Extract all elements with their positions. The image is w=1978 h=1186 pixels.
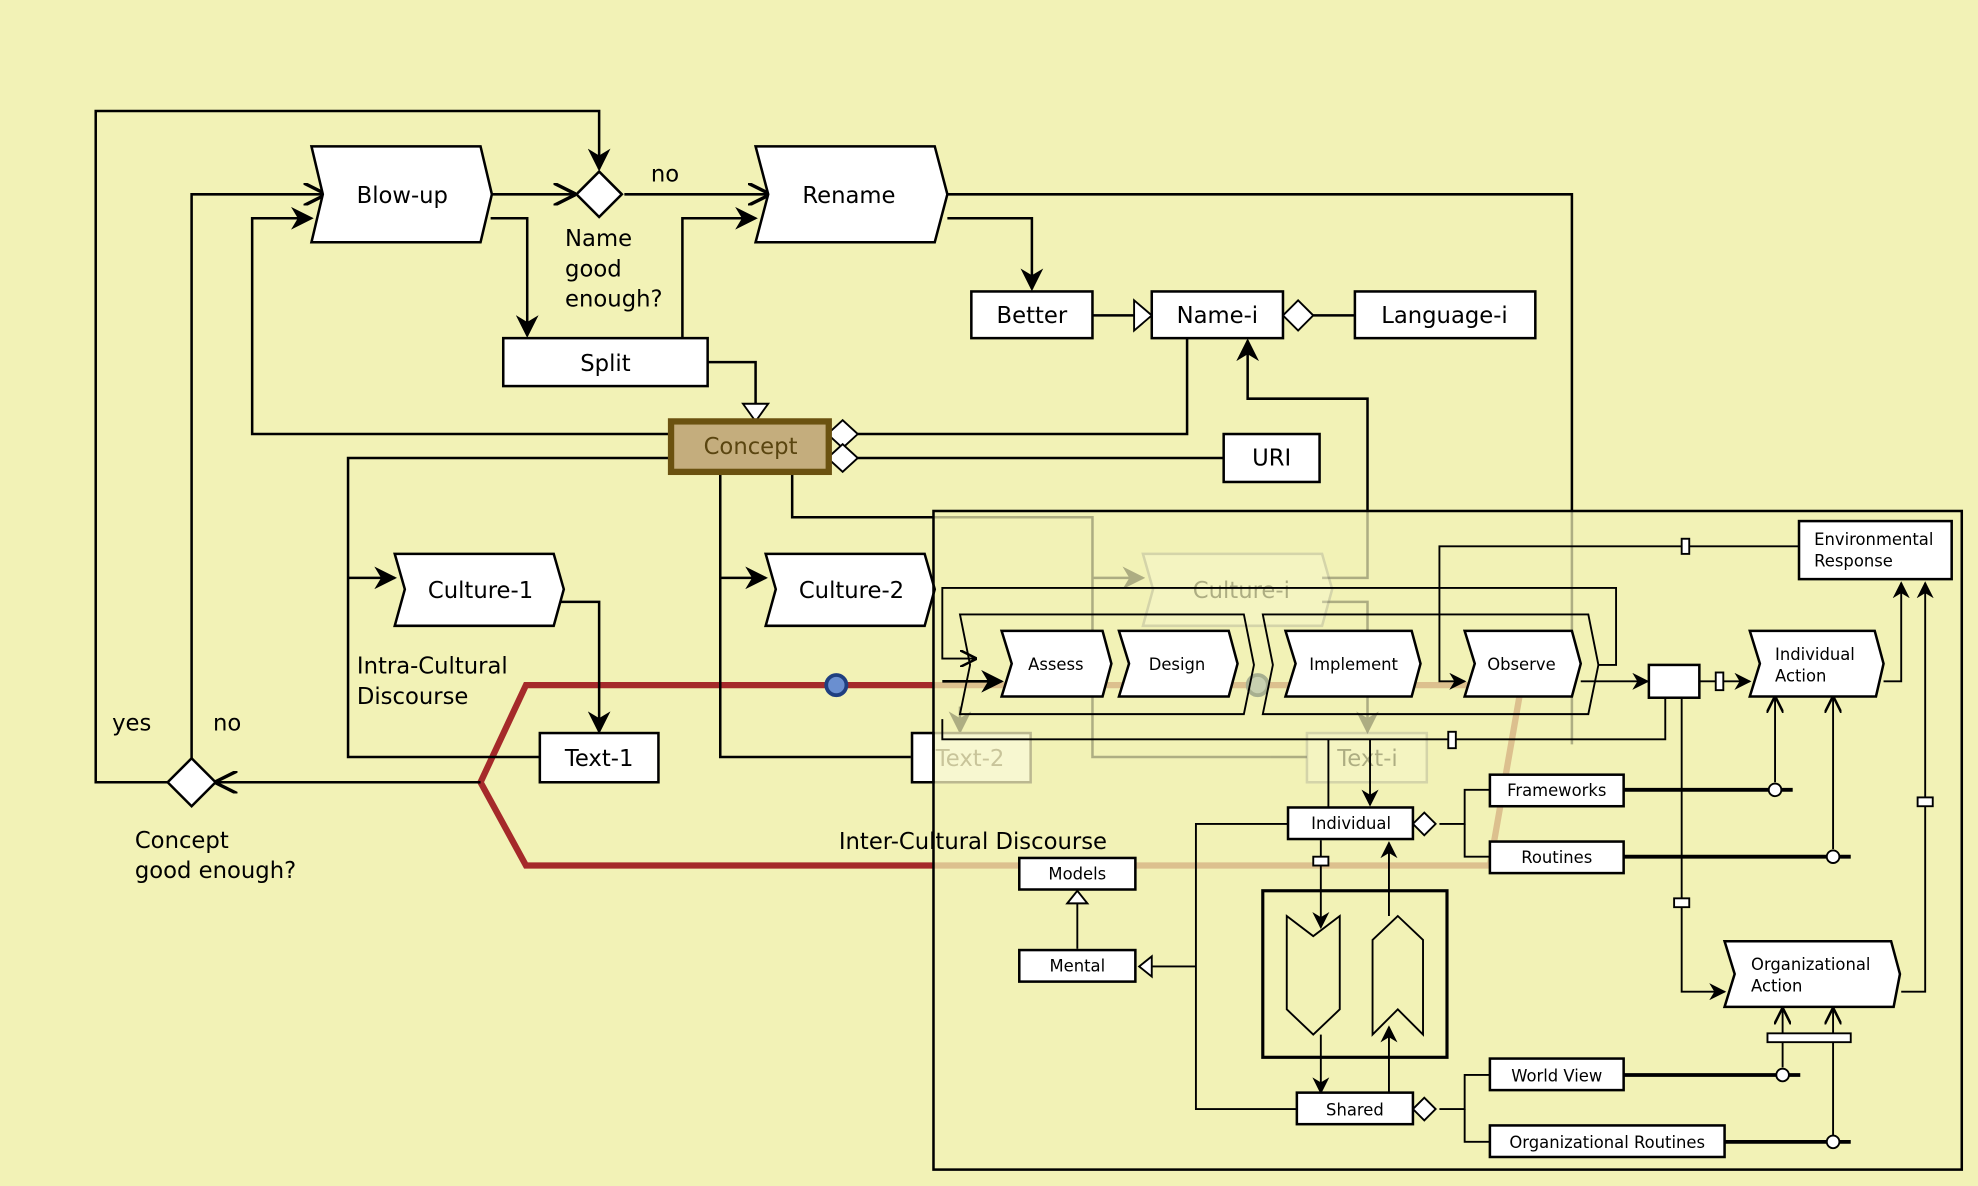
rename-label: Rename [802,183,895,209]
assess-label: Assess [1028,655,1083,674]
culture-2-label: Culture-2 [799,578,904,604]
intra-cultural-2: Discourse [357,684,469,710]
panel-connectors [941,537,1934,1150]
name-decision-diamond[interactable] [574,169,624,219]
split-label: Split [580,351,630,377]
observe-node[interactable]: Observe [1462,629,1583,698]
routines-label: Routines [1521,848,1592,867]
individual-label: Individual [1311,814,1391,833]
text-2-node[interactable]: Text-2 [910,731,1032,784]
language-i-node[interactable]: Language-i [1353,290,1537,340]
path-marker[interactable] [824,673,849,698]
world-view-node[interactable]: World View [1488,1057,1625,1092]
culture-2-node[interactable]: Culture-2 [764,552,937,628]
name-i-node[interactable]: Name-i [1150,290,1285,340]
blow-up-node[interactable]: Blow-up [309,145,494,244]
junction-box[interactable] [1647,663,1701,699]
frameworks-node[interactable]: Frameworks [1488,773,1625,808]
no-label-top: no [651,162,679,188]
better-label: Better [997,303,1068,329]
mental-node[interactable]: Mental [1018,948,1137,983]
org-action-label-1: Organizational [1751,955,1870,974]
observe-label: Observe [1487,655,1555,674]
models-label: Models [1048,864,1106,883]
concept-question-2: good enough? [135,858,296,884]
uri-label: URI [1252,446,1291,472]
implement-label: Implement [1309,655,1398,674]
faded-nodes: Culture-i Text-i [1141,552,1429,784]
mental-label: Mental [1049,957,1105,976]
culture-i-label: Culture-i [1193,578,1290,604]
diagram-labels: no Name good enough? yes no Concept good… [112,162,1107,884]
culture-1-label: Culture-1 [428,578,533,604]
world-view-label: World View [1511,1066,1602,1085]
concept-question-1: Concept [135,828,229,854]
intra-cultural-1: Intra-Cultural [357,654,508,680]
org-routines-label: Organizational Routines [1509,1133,1705,1152]
text-i-label: Text-i [1336,746,1397,772]
text-2-label: Text-2 [935,746,1005,772]
embedded-panel [932,509,1964,1171]
split-node[interactable]: Split [501,336,709,388]
concept-decision-diamond[interactable] [165,756,218,809]
implement-node[interactable]: Implement [1283,629,1422,698]
individual-action-label-2: Action [1775,666,1826,685]
shared-node[interactable]: Shared [1295,1091,1415,1126]
models-node[interactable]: Models [1018,856,1137,891]
frameworks-label: Frameworks [1507,781,1606,800]
yes-label: yes [112,711,151,737]
design-node[interactable]: Design [1117,629,1239,698]
individual-node[interactable]: Individual [1286,806,1415,841]
concept-node[interactable]: Concept [667,418,832,476]
language-i-label: Language-i [1381,303,1508,329]
inter-cultural-label: Inter-Cultural Discourse [839,829,1107,855]
text-1-node[interactable]: Text-1 [538,731,660,784]
name-i-label: Name-i [1177,303,1258,329]
uri-node[interactable]: URI [1222,432,1321,484]
better-node[interactable]: Better [970,290,1094,340]
culture-1-node[interactable]: Culture-1 [393,552,566,628]
connectors [94,109,1574,782]
name-question-1: Name [565,226,632,252]
blow-up-label: Blow-up [357,183,448,209]
design-label: Design [1149,655,1206,674]
name-question-2: good [565,256,622,282]
organizational-routines-node[interactable]: Organizational Routines [1488,1124,1726,1159]
routines-node[interactable]: Routines [1488,840,1625,875]
assess-node[interactable]: Assess [999,629,1113,698]
no-label-left: no [213,711,241,737]
text-1-label: Text-1 [564,746,634,772]
rename-node[interactable]: Rename [753,145,949,244]
concept-label: Concept [704,434,798,460]
env-response-label-1: Environmental [1814,530,1933,549]
name-question-3: enough? [565,287,663,313]
shared-label: Shared [1326,1100,1384,1119]
org-action-label-2: Action [1751,977,1802,996]
env-response-label-2: Response [1814,552,1893,571]
individual-action-label-1: Individual [1775,645,1855,664]
